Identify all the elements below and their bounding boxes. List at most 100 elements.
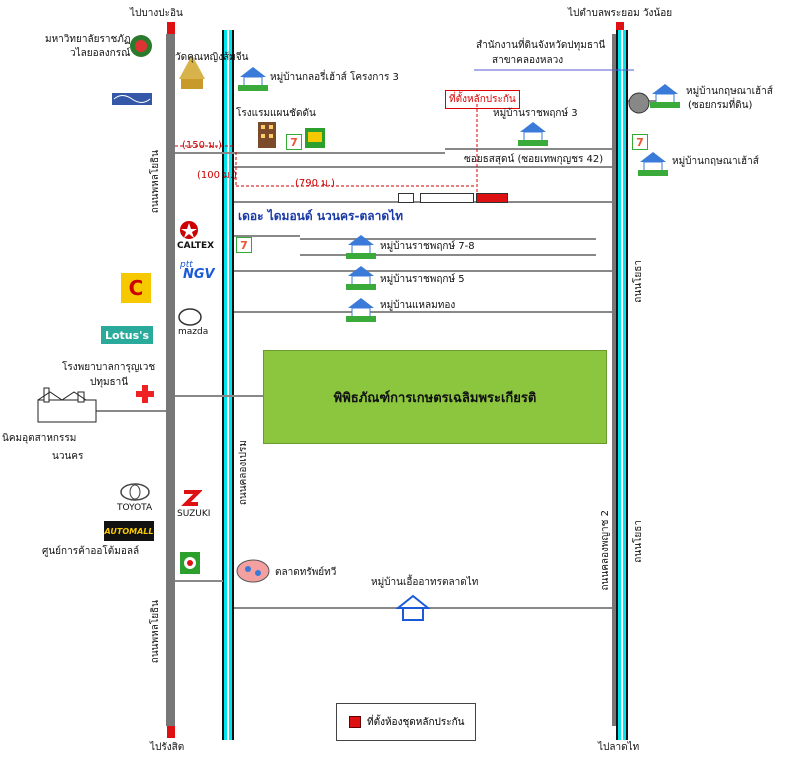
road-label-phahonyothin-bottom: ถนนพหลโยธิน — [150, 600, 161, 664]
village-glory-house-icon — [238, 67, 268, 91]
factory-icon — [37, 387, 97, 423]
direction-bottom-left: ไปรังสิต — [150, 742, 185, 753]
road-museum — [175, 395, 263, 397]
seven-eleven-icon-1: 7 — [286, 134, 302, 150]
ratchaphruk5-house-icon — [346, 266, 376, 290]
kritsana2-house-icon — [638, 152, 668, 176]
soi-label: ซอยธสสุดน์ (ซอยเทพกุญชร 42) — [464, 154, 604, 165]
phahonyothin-road — [166, 34, 175, 726]
canal-right — [616, 30, 628, 740]
north-arrow-right — [616, 22, 624, 36]
ratchaphruk5-label: หมู่บ้านราชพฤกษ์ 5 — [380, 274, 465, 285]
kritsana1-label-2: (ซอยกรมที่ดิน) — [688, 100, 753, 111]
village-ua-house-icon — [396, 594, 430, 621]
road-label-right-top: ถนนโยธา — [633, 260, 644, 303]
automall-logo-icon: AUTOMALL — [104, 521, 154, 541]
collateral-pointer — [476, 104, 478, 192]
ngv-label: NGV — [183, 267, 215, 282]
ratchaphruk3-label: หมู่บ้านราชพฤกษ์ 3 — [493, 108, 578, 119]
hospital-cross-icon — [136, 385, 154, 403]
distance-790: (790 ม.) — [295, 178, 335, 189]
market-icon — [236, 559, 270, 583]
collateral-plot — [476, 193, 508, 203]
ratchaphruk3-house-icon — [518, 122, 548, 146]
distance-100-line — [235, 152, 237, 186]
direction-top-left: ไปบางปะอิน — [130, 8, 183, 19]
legend-label: ที่ตั้งห้องชุดหลักประกัน — [367, 716, 465, 728]
toyota-logo-icon — [120, 483, 150, 501]
industrial-label-2: นวนคร — [52, 451, 84, 462]
museum-label: พิพิธภัณฑ์การเกษตรเฉลิมพระเกียรติ — [333, 390, 537, 406]
hotel-label: โรงแรมแผนชัดดัน — [236, 108, 316, 119]
cj-shop-icon — [305, 128, 325, 148]
land-office-pointer — [474, 69, 634, 71]
legend-box: ที่ตั้งห้องชุดหลักประกัน — [336, 703, 476, 741]
road-ratchaphruk5 — [234, 270, 612, 272]
road-ratchaphruk78-c — [300, 254, 596, 256]
road-label-canal: ถนนคลองเปรม — [238, 440, 249, 506]
seven-eleven-icon-2: 7 — [632, 134, 648, 150]
village-ua-label: หมู่บ้านเอื้ออาทรตลาดไท — [371, 577, 479, 588]
kritsana1-house-icon — [650, 84, 680, 108]
pt-station-icon — [180, 552, 200, 574]
mazda-logo-icon — [178, 308, 202, 326]
land-office-seal-icon — [628, 92, 650, 114]
north-arrow-left — [167, 22, 175, 36]
village-glory-label: หมู่บ้านกลอรี่เฮ้าส์ โครงการ 3 — [270, 72, 399, 83]
direction-top-right: ไปตำบลพระยอม วังน้อย — [568, 8, 673, 19]
caltex-star-icon — [180, 221, 198, 239]
road-soi-upper-2 — [445, 148, 612, 150]
laemthong-house-icon — [346, 298, 376, 322]
museum-park: พิพิธภัณฑ์การเกษตรเฉลิมพระเกียรติ — [263, 350, 607, 444]
caltex-label: CALTEX — [177, 241, 215, 251]
mazda-label: mazda — [178, 327, 209, 337]
ratchaphruk78-house-icon — [346, 235, 376, 259]
land-office-label-1: สำนักงานที่ดินจังหวัดปทุมธานี — [476, 40, 606, 51]
legend-marker — [349, 716, 361, 728]
ptt-label: ptt — [180, 260, 193, 270]
hospital-label-1: โรงพยาบาลการุญเวช — [62, 362, 156, 373]
suzuki-label: SUZUKI — [177, 509, 211, 519]
road-ratchaphruk78-b — [300, 238, 596, 240]
kritsana1-label-1: หมู่บ้านกฤษณาเฮ้าส์ — [686, 86, 773, 97]
market-label: ตลาดทรัพย์ทวี — [275, 567, 337, 578]
toyota-label: TOYOTA — [117, 503, 153, 513]
lotus-logo-icon: Lotus's — [101, 326, 153, 344]
hotel-building-icon — [258, 122, 276, 148]
road-label-phahonyothin-top: ถนนพหลโยธิน — [150, 150, 161, 214]
kritsana2-label: หมู่บ้านกฤษณาเฮ้าส์ — [672, 156, 759, 167]
temple-icon — [179, 55, 205, 89]
diamond-condo-label: เดอะ ไดมอนด์ นวนคร-ตลาดไท — [238, 209, 404, 223]
land-office-label-2: สาขาคลองหลวง — [492, 55, 564, 66]
collateral-site-label: ที่ตั้งหลักประกัน — [445, 90, 520, 109]
road-market-left — [175, 580, 223, 582]
road-soi-upper — [175, 152, 445, 154]
ratchaphruk78-label: หมู่บ้านราชพฤกษ์ 7-8 — [380, 241, 475, 252]
hospital-label-2: ปทุมธานี — [90, 377, 129, 388]
plot-a — [398, 193, 414, 203]
seven-eleven-icon-3: 7 — [236, 237, 252, 253]
road-ratchaphruk78-a — [234, 235, 300, 237]
road-label-khlong2: ถนนคลองพญาช 2 — [600, 510, 611, 591]
plot-b — [420, 193, 474, 203]
airline-logo-icon — [112, 93, 152, 105]
distance-100: (100 ม.) — [197, 170, 237, 181]
university-label-2: วไลยอลงกรณ์ — [70, 48, 131, 59]
road-industrial — [70, 410, 166, 412]
university-logo-icon — [130, 35, 152, 57]
university-label-1: มหาวิทยาลัยราชภัฏ — [45, 34, 131, 45]
bigc-logo-icon: C — [121, 273, 151, 303]
distance-790-line — [236, 185, 474, 187]
temple-label: วัดคุณหญิงส้มจีน — [175, 52, 249, 63]
suzuki-logo-icon — [181, 490, 202, 506]
laemthong-label: หมู่บ้านแหลมทอง — [380, 300, 456, 311]
road-soi-lower — [234, 166, 612, 168]
road-label-right-bottom: ถนนโยธา — [633, 520, 644, 563]
road-laemthong — [234, 311, 612, 313]
distance-150-line — [175, 145, 233, 147]
canal-left — [222, 30, 234, 740]
south-arrow-left — [167, 724, 175, 738]
automall-center-label: ศูนย์การค้าออโต้มอลล์ — [42, 546, 140, 557]
direction-bottom-right: ไปลาดไท — [598, 742, 640, 753]
